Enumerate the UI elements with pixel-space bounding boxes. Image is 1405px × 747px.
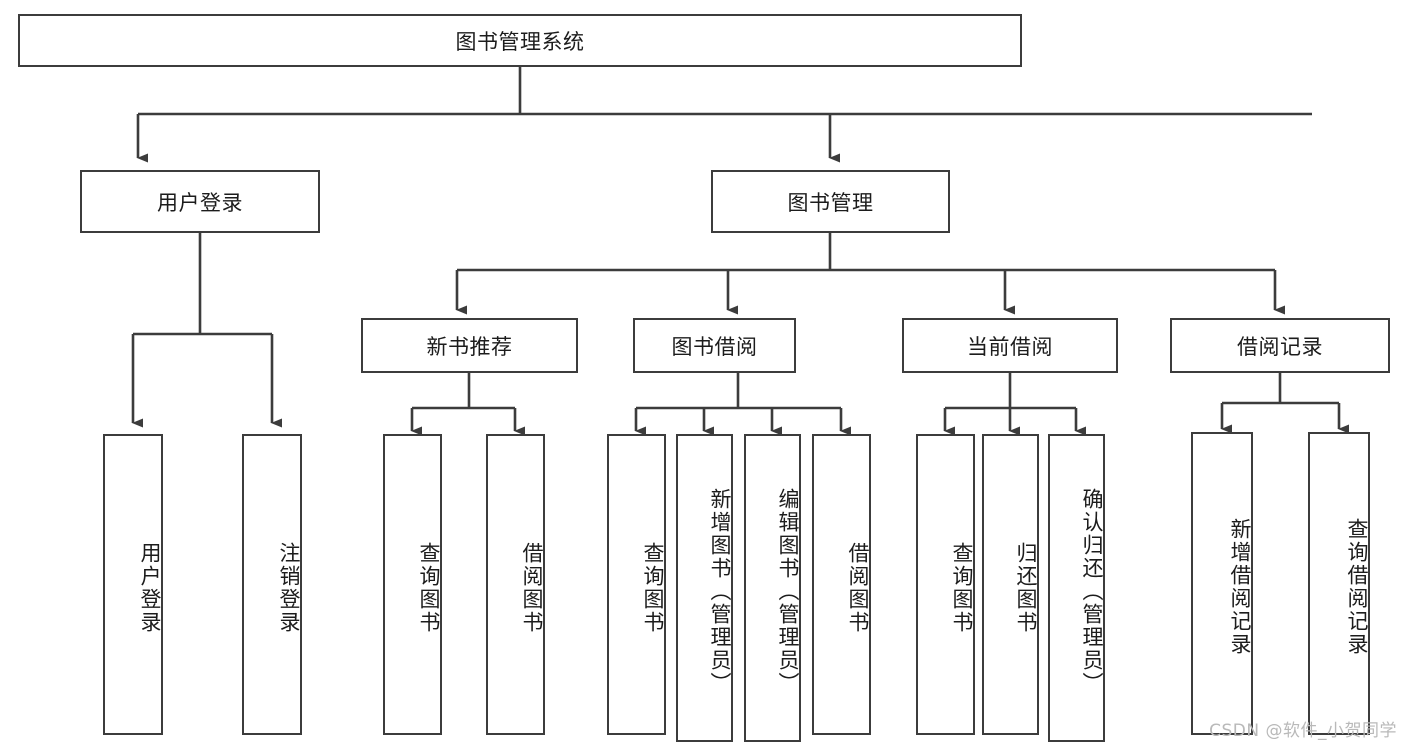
- node-root-label: 图书管理系统: [455, 29, 585, 54]
- leaf-current-confirm-return-label: 确认归还（管理员）: [1080, 487, 1104, 695]
- leaf-current-return-book[interactable]: 归还图书: [982, 434, 1039, 735]
- leaf-borrow-edit-book-label: 编辑图书（管理员）: [776, 487, 800, 695]
- leaf-current-return-book-label: 归还图书: [1014, 541, 1038, 634]
- leaf-recommend-query-book[interactable]: 查询图书: [383, 434, 442, 735]
- leaf-user-login-label: 用户登录: [138, 541, 162, 634]
- watermark: CSDN @软件_小贺同学: [1209, 721, 1397, 741]
- leaf-current-query-book-label: 查询图书: [950, 541, 974, 634]
- leaf-borrow-add-book[interactable]: 新增图书（管理员）: [676, 434, 733, 742]
- node-book-borrow-label: 图书借阅: [671, 334, 758, 359]
- leaf-borrow-edit-book[interactable]: 编辑图书（管理员）: [744, 434, 801, 742]
- leaf-borrow-query-book-label: 查询图书: [641, 541, 665, 634]
- leaf-borrow-borrow-book-label: 借阅图书: [846, 541, 870, 634]
- leaf-user-logout[interactable]: 注销登录: [242, 434, 302, 735]
- leaf-record-add-record-label: 新增借阅记录: [1228, 517, 1252, 656]
- leaf-recommend-borrow-book-label: 借阅图书: [520, 541, 544, 634]
- node-new-book-recommend-label: 新书推荐: [426, 334, 513, 359]
- leaf-record-add-record[interactable]: 新增借阅记录: [1191, 432, 1253, 735]
- leaf-current-confirm-return[interactable]: 确认归还（管理员）: [1048, 434, 1105, 742]
- node-borrow-record[interactable]: 借阅记录: [1170, 318, 1390, 373]
- node-borrow-record-label: 借阅记录: [1237, 334, 1323, 359]
- node-user-login-label: 用户登录: [157, 190, 243, 215]
- leaf-record-query-record-label: 查询借阅记录: [1345, 517, 1369, 656]
- node-book-borrow[interactable]: 图书借阅: [633, 318, 796, 373]
- node-user-login[interactable]: 用户登录: [80, 170, 320, 233]
- node-current-borrow[interactable]: 当前借阅: [902, 318, 1118, 373]
- leaf-user-logout-label: 注销登录: [277, 541, 301, 634]
- node-new-book-recommend[interactable]: 新书推荐: [361, 318, 578, 373]
- leaf-recommend-query-book-label: 查询图书: [417, 541, 441, 634]
- leaf-record-query-record[interactable]: 查询借阅记录: [1308, 432, 1370, 735]
- node-book-management[interactable]: 图书管理: [711, 170, 950, 233]
- leaf-borrow-borrow-book[interactable]: 借阅图书: [812, 434, 871, 735]
- leaf-borrow-query-book[interactable]: 查询图书: [607, 434, 666, 735]
- leaf-recommend-borrow-book[interactable]: 借阅图书: [486, 434, 545, 735]
- leaf-borrow-add-book-label: 新增图书（管理员）: [708, 487, 732, 695]
- leaf-user-login[interactable]: 用户登录: [103, 434, 163, 735]
- node-root[interactable]: 图书管理系统: [18, 14, 1022, 67]
- node-book-management-label: 图书管理: [787, 190, 874, 215]
- leaf-current-query-book[interactable]: 查询图书: [916, 434, 975, 735]
- node-current-borrow-label: 当前借阅: [967, 334, 1053, 359]
